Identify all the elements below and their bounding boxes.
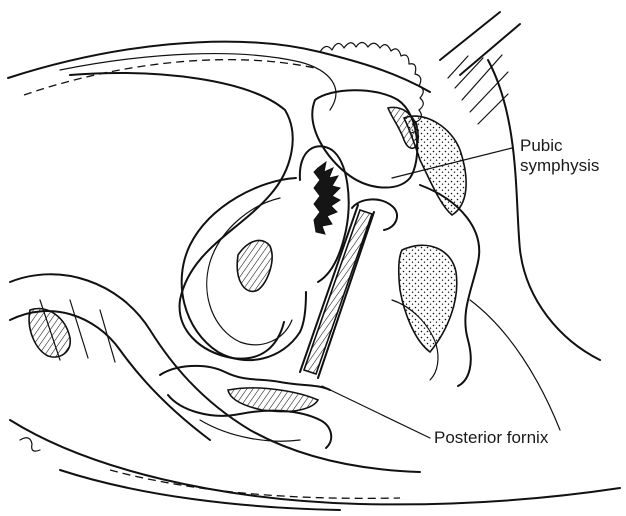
- external-genitalia: [392, 60, 600, 430]
- pubic-hair: [320, 12, 520, 133]
- pubic-symphysis-label-line-1: Pubic: [520, 136, 599, 156]
- posterior-fornix-label: Posterior fornix: [434, 428, 548, 448]
- uterus: [182, 178, 306, 360]
- pubic-symphysis-label-line-2: symphysis: [520, 156, 599, 176]
- pubic-symphysis-label: Pubic symphysis: [520, 136, 599, 176]
- posterior-fornix-leader: [322, 386, 430, 438]
- sacrum-and-buttock: [10, 274, 620, 510]
